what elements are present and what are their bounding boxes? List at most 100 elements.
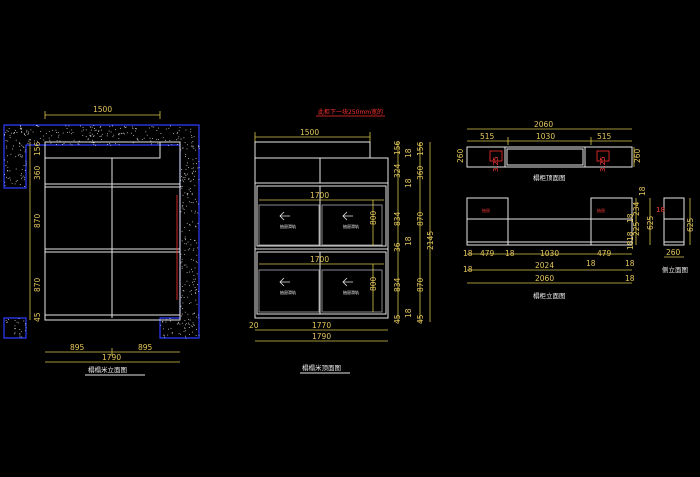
wall-speckle	[80, 125, 81, 127]
v2-rb-4: 45	[416, 314, 425, 324]
wall-speckle	[192, 249, 194, 251]
wall-speckle	[189, 181, 191, 182]
v3-fs-2: 18	[505, 249, 515, 258]
wall-speckle	[191, 168, 193, 169]
wall-speckle	[100, 126, 102, 127]
wall-speckle	[185, 154, 187, 155]
wall-speckle	[183, 137, 185, 139]
wall-speckle	[25, 160, 27, 162]
wall-speckle	[132, 128, 134, 129]
wall-speckle	[110, 144, 112, 146]
wall-speckle	[193, 248, 195, 250]
v3-top-right: 260	[633, 148, 642, 163]
wall-speckle	[160, 324, 162, 326]
wall-speckle	[168, 328, 169, 330]
wall-speckle	[91, 142, 93, 144]
wall-speckle	[5, 165, 7, 166]
wall-speckle	[190, 290, 192, 291]
wall-speckle	[193, 175, 195, 177]
wall-speckle	[182, 179, 183, 181]
v3-top-seg-2: 515	[597, 132, 612, 141]
wall-speckle	[177, 138, 179, 140]
v3-top-seg-1: 1030	[536, 132, 555, 141]
wall-speckle	[177, 131, 178, 133]
wall-speckle	[4, 181, 6, 183]
wall-speckle	[25, 327, 27, 329]
v3-caption-top: 榻柜顶面图	[533, 173, 566, 182]
wall-speckle	[65, 125, 67, 127]
wall-speckle	[165, 128, 167, 130]
wall-speckle	[121, 133, 123, 134]
wall-speckle	[113, 134, 115, 136]
wall-speckle	[5, 132, 7, 133]
wall-speckle	[89, 134, 91, 136]
wall-speckle	[183, 264, 185, 266]
wall-speckle	[190, 239, 192, 240]
wall-speckle	[21, 132, 23, 133]
wall-speckle	[146, 134, 148, 136]
wall-speckle	[28, 140, 30, 142]
wall-speckle	[19, 142, 20, 144]
wall-speckle	[126, 132, 128, 134]
wall-speckle	[181, 261, 183, 263]
wall-speckle	[19, 334, 21, 336]
wall-speckle	[15, 168, 17, 170]
wall-speckle	[176, 133, 178, 135]
wall-speckle	[23, 320, 25, 322]
wall-speckle	[20, 125, 21, 127]
wall-speckle	[49, 139, 51, 141]
v1-left-dim-0: 156	[33, 141, 42, 156]
wall-speckle	[9, 170, 11, 172]
v3-side-w: 260	[666, 248, 681, 257]
wall-speckle	[181, 266, 183, 268]
wall-speckle	[43, 139, 45, 141]
wall-speckle	[192, 145, 194, 147]
wall-speckle	[194, 212, 196, 214]
wall-speckle	[181, 176, 183, 177]
wall-speckle	[194, 198, 196, 200]
v1-bottom-dim-0: 895	[70, 343, 85, 352]
wall-speckle	[188, 230, 190, 231]
wall-speckle	[173, 133, 174, 135]
wall-speckle	[182, 147, 184, 149]
wall-speckle	[63, 143, 65, 144]
wall-speckle	[188, 178, 190, 179]
wall-speckle	[196, 303, 198, 305]
wall-speckle	[177, 322, 179, 324]
wall-speckle	[112, 125, 113, 127]
wall-speckle	[108, 130, 110, 132]
wall-speckle	[135, 130, 136, 132]
wall-speckle	[187, 241, 189, 243]
wall-speckle	[124, 133, 125, 135]
wall-speckle	[165, 321, 167, 323]
wall-speckle	[73, 139, 75, 141]
wall-speckle	[198, 203, 199, 205]
wall-speckle	[189, 319, 191, 321]
wall-speckle	[189, 291, 191, 293]
v2-rb-1: 360	[416, 165, 425, 180]
wall-speckle	[190, 244, 192, 246]
wall-speckle	[184, 212, 185, 214]
wall-speckle	[180, 262, 182, 264]
wall-speckle	[7, 170, 9, 172]
wall-speckle	[171, 333, 173, 335]
wall-speckle	[188, 167, 189, 168]
drawer-label-1: 抽屉滑轨	[280, 223, 296, 229]
wall-speckle	[92, 139, 93, 141]
wall-speckle	[56, 140, 58, 142]
wall-speckle	[109, 143, 111, 144]
wall-speckle	[198, 317, 200, 319]
wall-speckle	[181, 322, 183, 324]
wall-speckle	[191, 142, 193, 144]
wall-speckle	[24, 170, 26, 171]
wall-speckle	[193, 324, 195, 326]
wall-speckle	[190, 180, 192, 182]
wall-speckle	[6, 176, 7, 178]
wall-speckle	[183, 330, 185, 332]
v3-fs-6: 18	[625, 259, 635, 268]
cabinet-outline	[44, 141, 181, 321]
wall-speckle	[14, 325, 16, 327]
wall-speckle	[21, 169, 23, 170]
wall-speckle	[6, 129, 8, 131]
wall-speckle	[118, 133, 120, 134]
